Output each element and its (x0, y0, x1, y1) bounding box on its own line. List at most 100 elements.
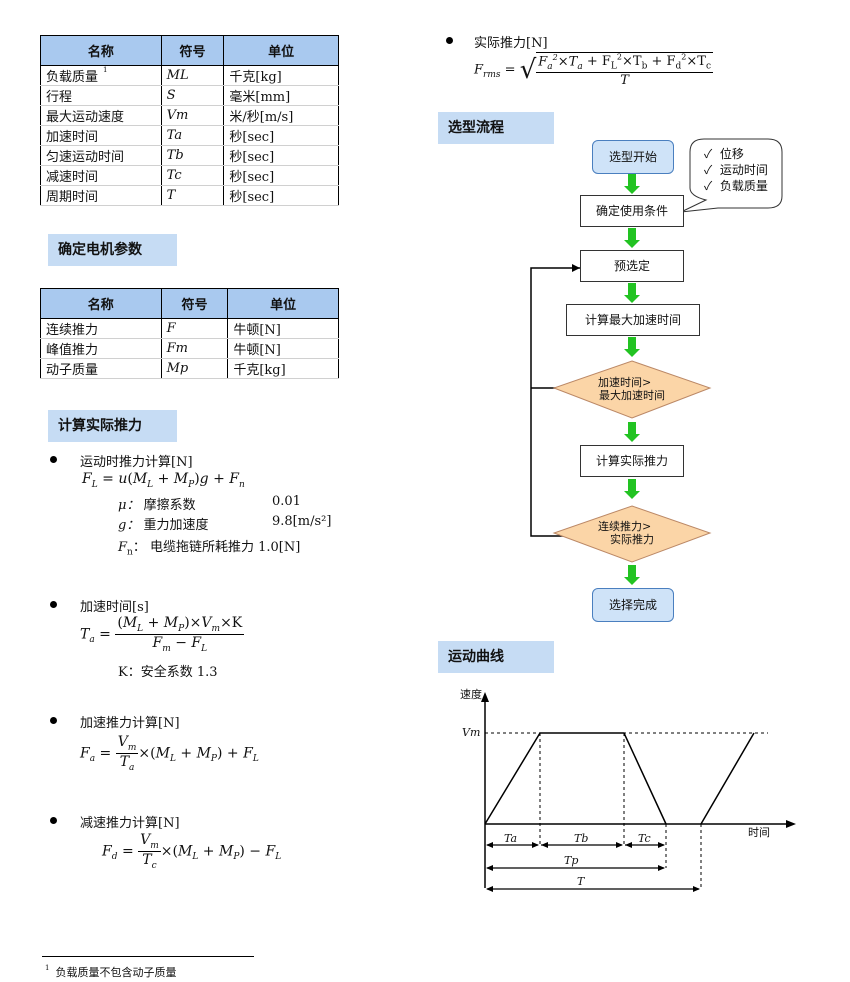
callout-item: 位移 (719, 147, 744, 161)
table-row: 周期时间 T 秒[sec] (40, 185, 339, 206)
table-row: 行程 S 毫米[mm] (40, 85, 339, 106)
bullet-dot (446, 37, 453, 44)
flow-start: 选型开始 (592, 140, 674, 174)
table-row: 峰值推力 Fm 牛顿[N] (40, 338, 339, 359)
flow-arrow (624, 228, 640, 248)
bullet-motion-force: 运动时推力计算[N] (80, 455, 193, 470)
callout-item: 负载质量 (719, 179, 768, 193)
flow-arrow (624, 174, 640, 194)
tp-label: Tp (564, 854, 579, 867)
cell-unit: 千克[kg] (227, 358, 339, 379)
bullet-dot (50, 601, 57, 608)
cell-name: 连续推力 (40, 318, 162, 339)
motor-params-table: 名称 符号 单位 连续推力 F 牛顿[N] 峰值推力 Fm 牛顿[N] 动子质量… (40, 288, 339, 379)
bullet-dot (50, 817, 57, 824)
flow-preselect: 预选定 (580, 250, 684, 282)
decision-1 (552, 360, 712, 419)
vm-label: Vm (462, 726, 481, 739)
table-row: 减速时间 Tc 秒[sec] (40, 165, 339, 186)
cell-symbol: Mp (160, 358, 229, 379)
flow-arrow (624, 422, 640, 442)
section-heading-selection-flow: 选型流程 (438, 112, 554, 144)
col-header-symbol: 符号 (160, 288, 229, 319)
var-value: 9.8[m/s²] (272, 514, 332, 529)
var-desc: ： 电缆拖链所耗推力 1.0[N] (132, 540, 301, 555)
cell-name: 负载质量 (46, 70, 99, 85)
flow-calc-force: 计算实际推力 (580, 445, 684, 477)
cell-unit: 秒[sec] (223, 185, 339, 206)
cell-unit: 秒[sec] (223, 125, 339, 146)
velocity-profile-1 (484, 732, 667, 825)
formula-motion-force: FL = u(ML + MP)g + Fn (82, 471, 245, 490)
var-desc: 摩擦系数 (143, 498, 196, 513)
bullet-accel-force: 加速推力计算[N] (80, 716, 180, 731)
cell-symbol: Vm (160, 105, 225, 126)
footnote-text: 负载质量不包含动子质量 (55, 966, 177, 979)
cell-unit: 毫米[mm] (223, 85, 339, 106)
decision-2 (552, 505, 712, 563)
safety-factor: K：安全系数 1.3 (118, 665, 218, 680)
flow-arrow (624, 565, 640, 585)
callout-item: 运动时间 (719, 163, 768, 177)
check-icon: ✓ (704, 147, 713, 161)
bullet-dot (50, 456, 57, 463)
cell-name: 动子质量 (40, 358, 162, 379)
decision-2-label: 连续推力> 实际推力 (572, 520, 692, 546)
var-desc: 重力加速度 (143, 518, 209, 533)
decision-1-label: 加速时间> 最大加速时间 (572, 376, 692, 402)
decision-1-line2: 最大加速时间 (599, 389, 665, 402)
flow-done: 选择完成 (592, 588, 674, 622)
bullet-dot (50, 717, 57, 724)
callout-bubble (680, 138, 783, 213)
check-icon: ✓ (704, 179, 713, 193)
table-row: 动子质量 Mp 千克[kg] (40, 358, 339, 379)
footnote-mark: 1 (45, 964, 50, 972)
arrowhead (572, 264, 580, 272)
flow-arrow (624, 337, 640, 357)
section-heading-motion-curve: 运动曲线 (438, 641, 554, 673)
x-axis-arrow (786, 820, 796, 828)
flow-arrow (624, 283, 640, 303)
feedback-line (530, 267, 580, 537)
ta-label: Ta (504, 832, 518, 845)
check-icon: ✓ (704, 163, 713, 177)
x-axis-label: 时间 (748, 826, 770, 839)
var-value: 0.01 (272, 494, 301, 509)
footnote-ref: 1 (103, 66, 108, 74)
section-heading-motor-params: 确定电机参数 (48, 234, 177, 266)
var-symbol: μ： (118, 498, 140, 513)
decision-1-line1: 加速时间> (598, 376, 652, 389)
var-symbol: g： (118, 518, 140, 533)
y-axis-arrow (481, 692, 489, 702)
cell-symbol: ML (160, 65, 225, 86)
bullet-accel-time: 加速时间[s] (80, 600, 149, 615)
t-label: T (577, 875, 585, 888)
col-header-unit: 单位 (223, 35, 339, 66)
var-symbol: F (118, 540, 128, 555)
flow-conditions: 确定使用条件 (580, 195, 684, 227)
flow-arrow (624, 479, 640, 499)
velocity-profile-2 (700, 732, 755, 825)
callout-list: ✓ 位移 ✓ 运动时间 ✓ 负载质量 (704, 146, 768, 194)
section-heading-actual-force: 计算实际推力 (48, 410, 177, 442)
y-axis-label: 速度 (460, 688, 482, 701)
table-row: 连续推力 F 牛顿[N] (40, 318, 339, 339)
cell-unit: 牛顿[N] (227, 318, 339, 339)
tc-label: Tc (638, 832, 651, 845)
flow-calc-max-accel: 计算最大加速时间 (566, 304, 700, 336)
bullet-rms-force: 实际推力[N] (474, 36, 548, 51)
col-header-unit: 单位 (227, 288, 339, 319)
cell-symbol: T (160, 185, 225, 206)
bullet-decel-force: 减速推力计算[N] (80, 816, 180, 831)
footnote-divider (42, 956, 254, 957)
table-header-row: 名称 符号 单位 (40, 288, 339, 319)
decision-2-line2: 实际推力 (610, 533, 654, 546)
cell-name: 周期时间 (40, 185, 162, 206)
